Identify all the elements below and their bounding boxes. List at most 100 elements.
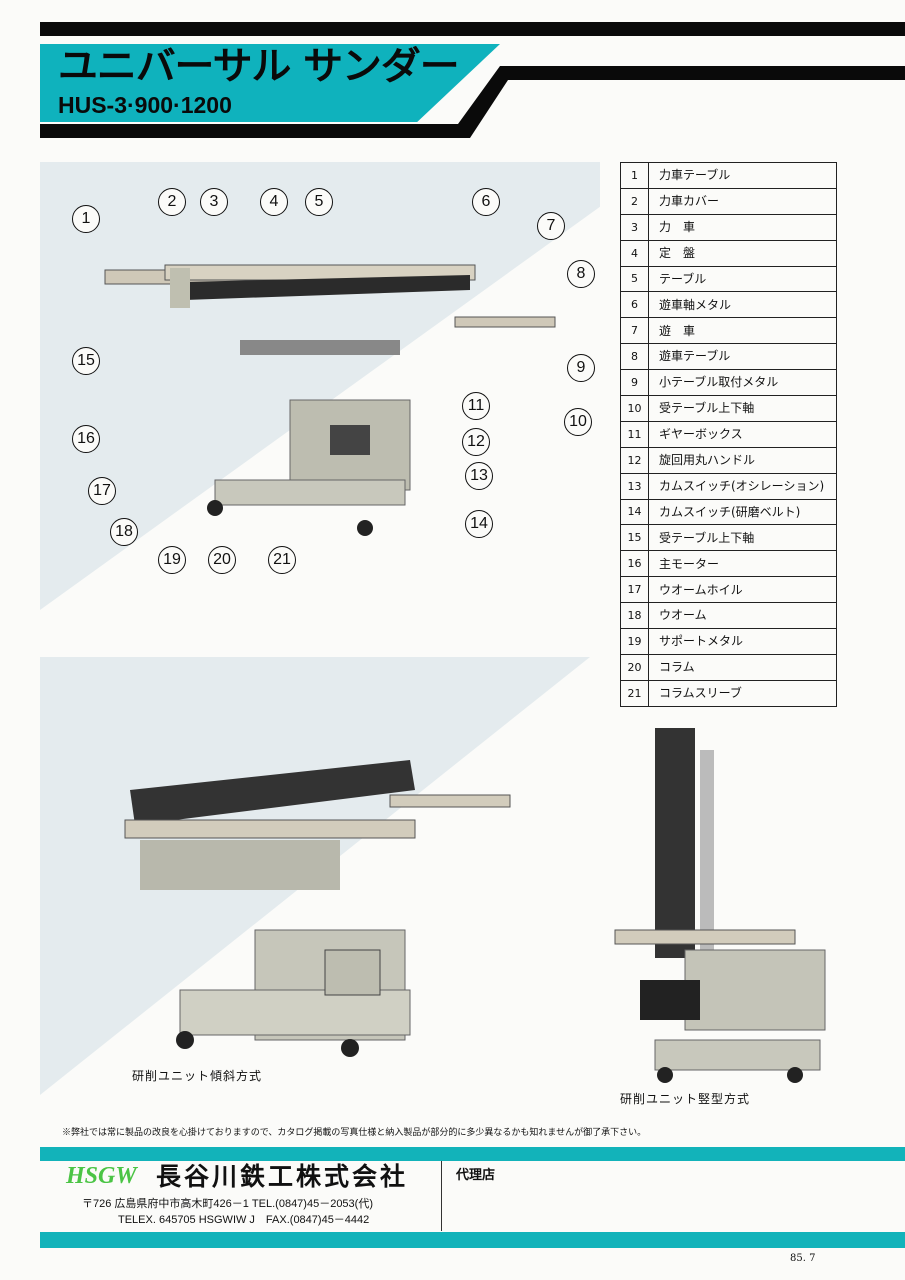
agent-label: 代理店 xyxy=(456,1168,496,1183)
part-name: 定 盤 xyxy=(648,239,837,267)
page-title: ユニバーサル サンダー xyxy=(58,44,460,88)
part-number: 19 xyxy=(620,628,649,655)
callout-1: 1 xyxy=(72,205,100,233)
callout-17: 17 xyxy=(88,477,116,505)
callout-21: 21 xyxy=(268,546,296,574)
part-name: 旋回用丸ハンドル xyxy=(648,446,837,474)
callout-9: 9 xyxy=(567,354,595,382)
part-name: 受テーブル上下軸 xyxy=(648,395,837,422)
part-name: 小テーブル取付メタル xyxy=(648,369,837,397)
part-name: テーブル xyxy=(648,265,837,293)
part-number: 9 xyxy=(620,369,649,397)
part-number: 16 xyxy=(620,550,649,578)
part-name: 主モーター xyxy=(648,550,837,578)
part-number: 1 xyxy=(620,162,649,189)
part-number: 4 xyxy=(620,239,649,267)
callout-12: 12 xyxy=(462,428,490,456)
machine-photo-tilt xyxy=(124,760,511,1057)
part-number: 2 xyxy=(620,187,649,215)
machine-photo-vertical xyxy=(614,728,826,1083)
part-name: 力 車 xyxy=(648,213,837,241)
part-name: 遊 車 xyxy=(648,317,837,345)
footer-divider xyxy=(441,1161,442,1231)
callout-18: 18 xyxy=(110,518,138,546)
callout-4: 4 xyxy=(260,188,288,216)
top-rule xyxy=(40,22,905,36)
callout-3: 3 xyxy=(200,188,228,216)
part-name: 力車テーブル xyxy=(648,162,837,189)
part-name: カムスイッチ(研磨ベルト) xyxy=(648,498,837,526)
callout-8: 8 xyxy=(567,260,595,288)
part-name: カムスイッチ(オシレーション) xyxy=(648,472,837,500)
company-address: 〒726 広島県府中市高木町426－1 TEL.(0847)45－2053(代) xyxy=(82,1198,373,1210)
part-name: ギヤーボックス xyxy=(648,420,837,448)
part-number: 14 xyxy=(620,498,649,526)
part-number: 15 xyxy=(620,524,649,552)
part-number: 13 xyxy=(620,472,649,500)
print-date: 85. 7 xyxy=(790,1253,816,1264)
callout-15: 15 xyxy=(72,347,100,375)
part-name: ウオームホイル xyxy=(648,576,837,604)
company-name: 長谷川鉄工株式会社 xyxy=(156,1162,409,1191)
callout-19: 19 xyxy=(158,546,186,574)
part-name: 遊車テーブル xyxy=(648,343,837,371)
callout-11: 11 xyxy=(462,392,490,420)
caption-tilt: 研削ユニット傾斜方式 xyxy=(132,1069,263,1083)
part-name: サポートメタル xyxy=(648,628,837,655)
machine-photo-main xyxy=(104,264,556,536)
decorative-stripe xyxy=(40,66,905,138)
callout-6: 6 xyxy=(472,188,500,216)
footer-top-band xyxy=(40,1147,905,1161)
callout-14: 14 xyxy=(465,510,493,538)
callout-20: 20 xyxy=(208,546,236,574)
part-number: 12 xyxy=(620,446,649,474)
caption-vertical: 研削ユニット竪型方式 xyxy=(620,1092,751,1106)
part-name: ウオーム xyxy=(648,602,837,630)
part-name: コラム xyxy=(648,653,837,681)
part-name: コラムスリーブ xyxy=(648,679,837,707)
disclaimer-notice: ※弊社では常に製品の改良を心掛けておりますので、カタログ掲載の写真仕様と納入製品… xyxy=(62,1128,647,1138)
part-number: 3 xyxy=(620,213,649,241)
title-band xyxy=(40,44,500,122)
part-number: 18 xyxy=(620,602,649,630)
part-number: 20 xyxy=(620,653,649,681)
part-name: 力車カバー xyxy=(648,187,837,215)
model-number: HUS-3·900·1200 xyxy=(58,92,232,118)
part-number: 11 xyxy=(620,420,649,448)
callout-16: 16 xyxy=(72,425,100,453)
callout-13: 13 xyxy=(465,462,493,490)
callout-2: 2 xyxy=(158,188,186,216)
part-number: 5 xyxy=(620,265,649,293)
callout-10: 10 xyxy=(564,408,592,436)
callout-7: 7 xyxy=(537,212,565,240)
callout-5: 5 xyxy=(305,188,333,216)
part-number: 7 xyxy=(620,317,649,345)
part-number: 21 xyxy=(620,679,649,707)
company-logo: HSGW xyxy=(66,1163,137,1189)
part-number: 6 xyxy=(620,291,649,319)
part-number: 8 xyxy=(620,343,649,371)
part-name: 遊車軸メタル xyxy=(648,291,837,319)
part-number: 17 xyxy=(620,576,649,604)
